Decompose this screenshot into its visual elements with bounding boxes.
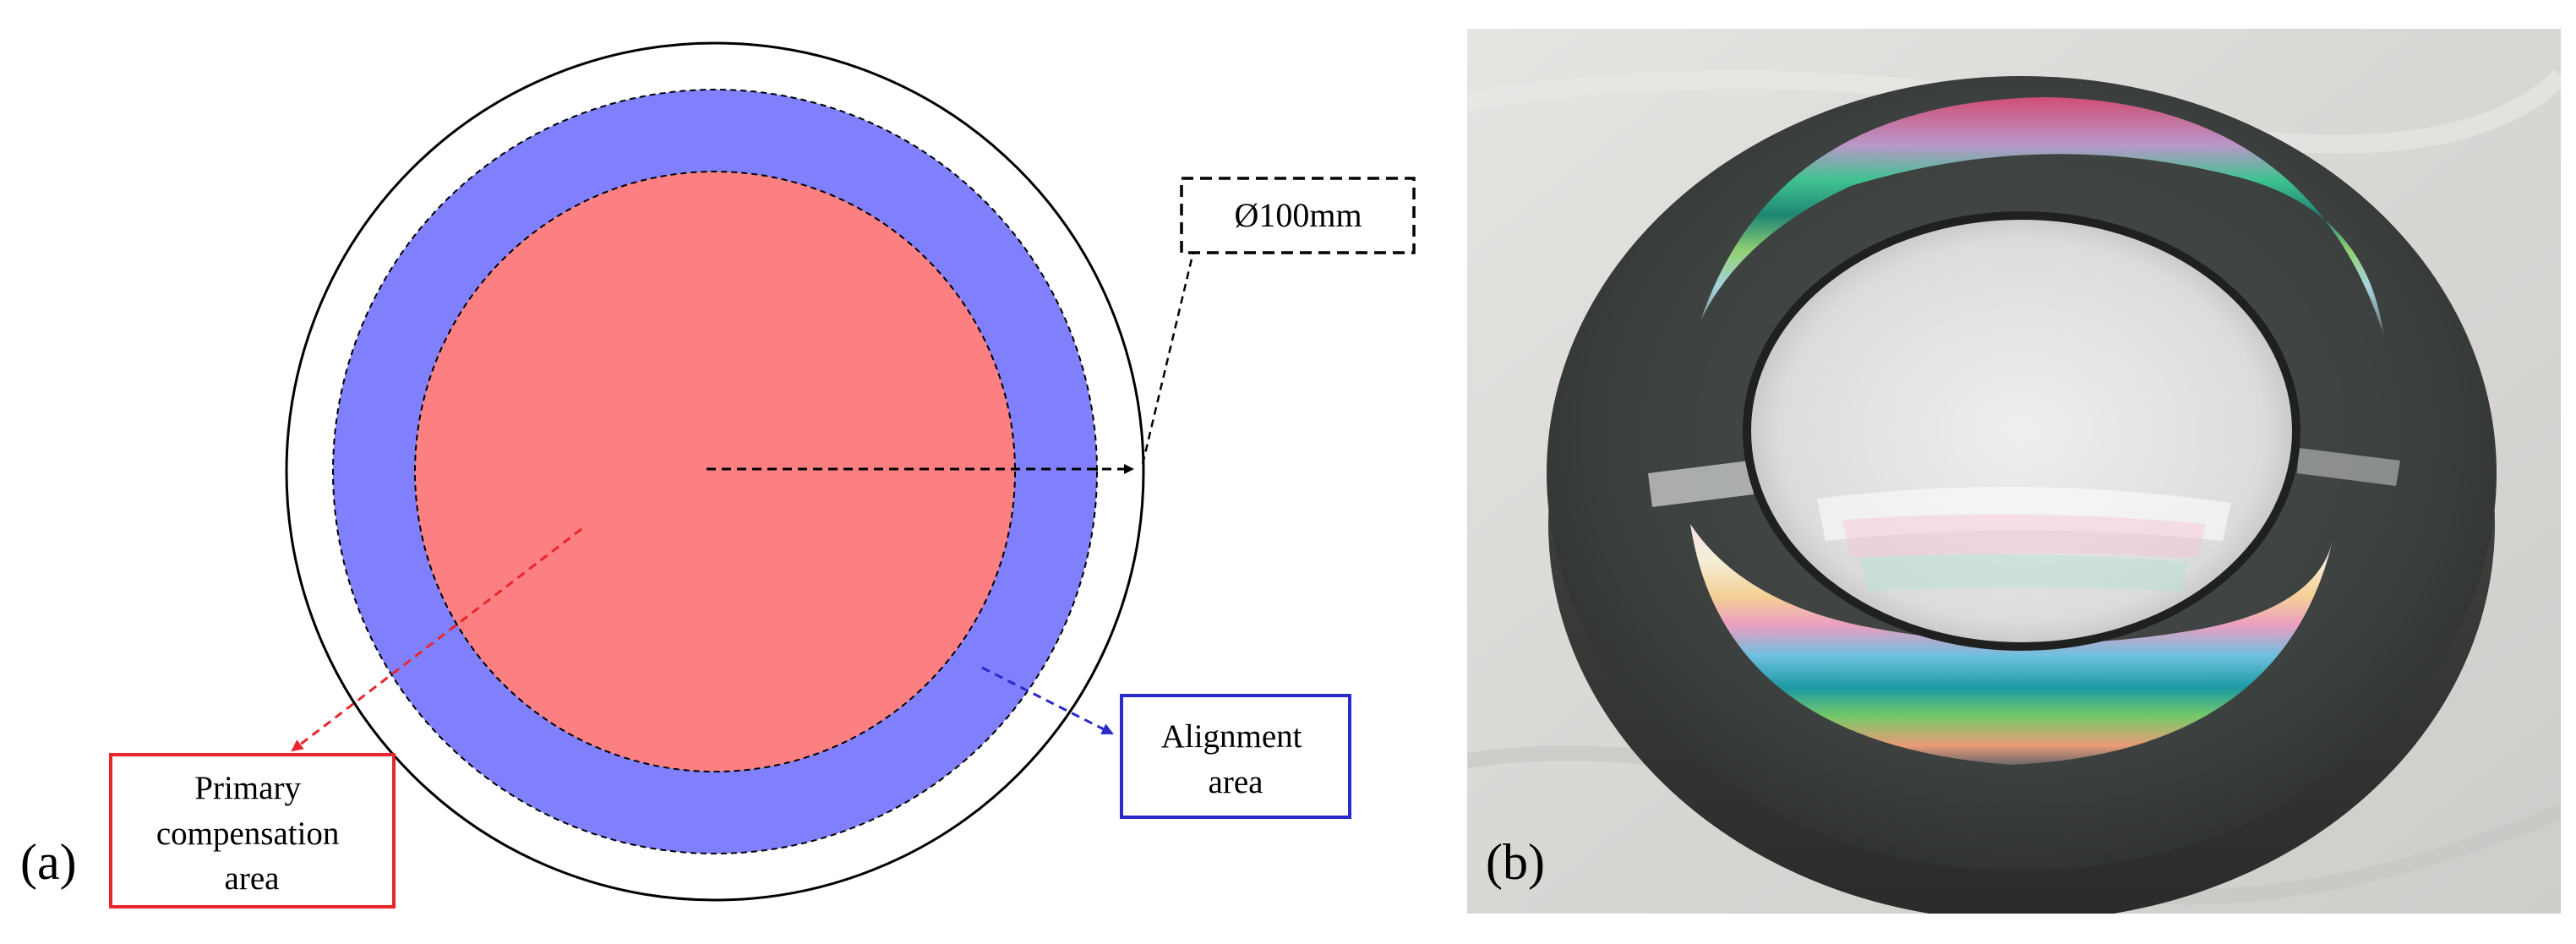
- panel-b-label: (b): [1486, 834, 1545, 890]
- aperture-glint: [1817, 487, 2231, 541]
- edge-reflection: [1648, 461, 1754, 507]
- aperture-glint: [1842, 514, 2206, 558]
- diameter-label: Ø100mm: [1234, 196, 1362, 234]
- primary-label-line-1: Primary: [194, 770, 301, 806]
- aperture-glint: [1859, 554, 2189, 592]
- panel-a: Ø100mm Primary compensation area Alignme…: [20, 41, 1416, 909]
- panel-a-label: (a): [20, 834, 77, 890]
- primary-pointer-arrow: [291, 527, 582, 752]
- diameter-label-box: [1180, 177, 1416, 254]
- primary-label-line-2: compensation: [156, 816, 340, 852]
- alignment-area-box: [1120, 694, 1351, 819]
- primary-compensation-box: [109, 753, 396, 909]
- central-aperture: [1743, 211, 2300, 651]
- primary-compensation-label: Primary compensation area: [156, 770, 347, 897]
- alignment-pointer-arrow: [981, 666, 1114, 735]
- alignment-label-line-1: Alignment: [1161, 718, 1302, 755]
- primary-label-line-3: area: [225, 860, 280, 897]
- upper-interference-fringes: [1700, 97, 2383, 334]
- panel-b: (b): [1467, 29, 2561, 914]
- diameter-leader-line: [1141, 251, 1195, 465]
- alignment-label-line-2: area: [1209, 764, 1263, 800]
- alignment-area-label: Alignment area: [1161, 718, 1311, 800]
- primary-compensation-disk: [414, 171, 1016, 772]
- edge-reflection: [2297, 448, 2400, 486]
